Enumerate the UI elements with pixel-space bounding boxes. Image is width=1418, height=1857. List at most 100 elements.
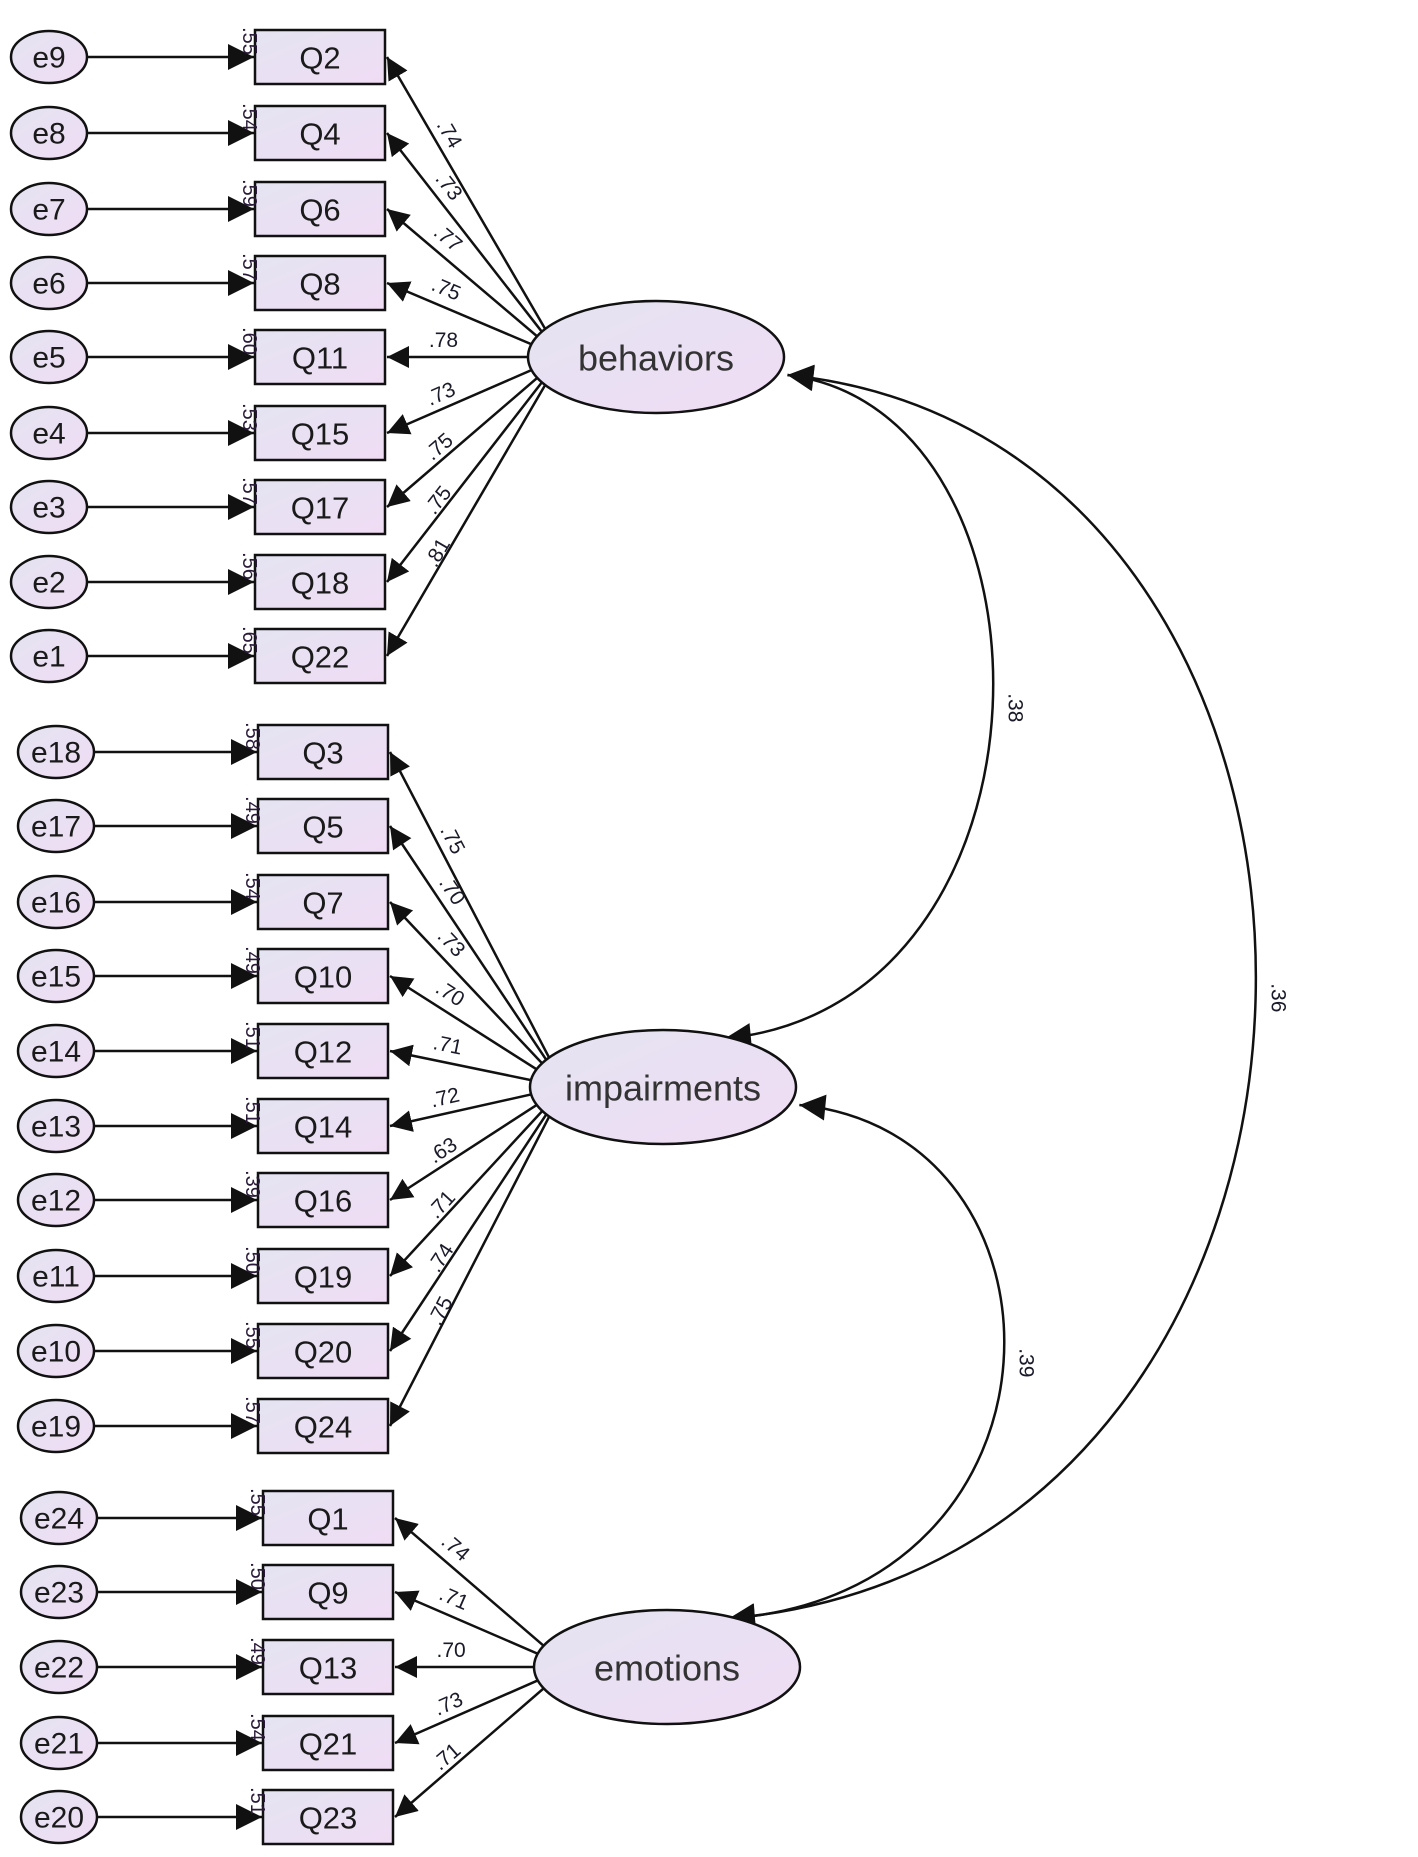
item-box-q8 xyxy=(253,254,387,312)
loading-label-q15: .73 xyxy=(423,378,459,411)
error-node-e5 xyxy=(9,329,89,385)
r2-label-q10: .49 xyxy=(241,946,263,974)
error-node-e24 xyxy=(19,1490,99,1546)
error-node-e16 xyxy=(16,874,96,930)
item-box-q18 xyxy=(253,553,387,611)
error-label-e19: e19 xyxy=(31,1411,81,1444)
loading-label-q22: .81 xyxy=(421,534,456,571)
item-label-q22: Q22 xyxy=(291,640,350,675)
error-node-e1 xyxy=(9,628,89,684)
loading-label-q4: .73 xyxy=(431,168,467,205)
loading-path-q17 xyxy=(386,365,552,508)
error-node-e4 xyxy=(9,405,89,461)
error-node-e19 xyxy=(16,1398,96,1454)
item-label-q24: Q24 xyxy=(294,1410,353,1445)
loading-label-q1: .74 xyxy=(437,1530,474,1567)
r2-label-q1: .55 xyxy=(246,1488,268,1516)
r2-label-q4: .54 xyxy=(238,103,260,131)
error-label-e21: e21 xyxy=(34,1728,84,1761)
error-label-e11: e11 xyxy=(32,1261,80,1294)
factor-node-emotions xyxy=(532,1608,802,1726)
item-label-q2: Q2 xyxy=(299,41,340,76)
loading-path-q23 xyxy=(394,1675,559,1818)
correlation-arc-behaviors-impairments xyxy=(724,365,995,1049)
loading-label-q19: .71 xyxy=(423,1186,460,1223)
correlation-arc-impairments-emotions xyxy=(728,1094,1006,1630)
r2-label-q5: .49 xyxy=(241,796,263,824)
error-label-e24: e24 xyxy=(34,1503,84,1536)
item-label-q9: Q9 xyxy=(307,1576,348,1611)
loading-path-q16 xyxy=(389,1092,555,1202)
item-box-q12 xyxy=(256,1022,390,1080)
item-label-q20: Q20 xyxy=(294,1335,353,1370)
error-node-e10 xyxy=(16,1323,96,1379)
loading-path-q15 xyxy=(386,360,552,435)
loading-path-q19 xyxy=(389,1097,555,1277)
error-label-e9: e9 xyxy=(32,42,65,75)
node-layer xyxy=(9,28,802,1846)
item-box-q9 xyxy=(261,1563,395,1621)
loading-label-q23: .71 xyxy=(428,1739,465,1776)
factor-label-impairments: impairments xyxy=(565,1068,761,1109)
item-box-q24 xyxy=(256,1397,390,1455)
r2-label-q12: .51 xyxy=(241,1021,263,1049)
item-box-q4 xyxy=(253,104,387,162)
loading-path-q7 xyxy=(389,901,555,1077)
item-label-q7: Q7 xyxy=(302,886,343,921)
error-label-e12: e12 xyxy=(31,1185,81,1218)
item-label-q5: Q5 xyxy=(302,810,343,845)
r2-label-q20: .55 xyxy=(241,1321,263,1349)
item-box-q6 xyxy=(253,180,387,238)
error-node-e23 xyxy=(19,1564,99,1620)
r2-label-q19: .50 xyxy=(241,1246,263,1274)
item-box-q5 xyxy=(256,797,390,855)
r2-label-q6: .59 xyxy=(238,179,260,207)
item-box-q2 xyxy=(253,28,387,86)
item-box-q3 xyxy=(256,723,390,781)
item-box-q17 xyxy=(253,478,387,536)
loading-path-q3 xyxy=(388,751,556,1068)
error-label-e7: e7 xyxy=(32,194,65,227)
item-box-q20 xyxy=(256,1322,390,1380)
loading-path-q2 xyxy=(385,56,553,340)
item-box-q7 xyxy=(256,873,390,931)
item-label-q6: Q6 xyxy=(299,193,340,228)
loading-label-q2: .74 xyxy=(432,116,467,153)
r2-label-q11: .60 xyxy=(238,327,260,355)
error-node-e21 xyxy=(19,1715,99,1771)
error-label-e18: e18 xyxy=(31,737,81,770)
error-label-e17: e17 xyxy=(31,811,81,844)
loading-label-q20: .74 xyxy=(423,1239,458,1276)
loading-path-q18 xyxy=(386,369,553,583)
item-label-q13: Q13 xyxy=(299,1651,358,1686)
loading-label-q5: .70 xyxy=(434,872,469,909)
loading-path-q20 xyxy=(388,1102,555,1352)
r2-label-q18: .56 xyxy=(238,552,260,580)
item-label-q19: Q19 xyxy=(294,1260,353,1295)
loading-label-q12: .71 xyxy=(431,1031,464,1059)
item-label-q17: Q17 xyxy=(291,491,350,526)
item-box-q10 xyxy=(256,947,390,1005)
item-box-q23 xyxy=(261,1788,395,1846)
item-label-q4: Q4 xyxy=(299,117,340,152)
item-box-q19 xyxy=(256,1247,390,1305)
loading-path-q14 xyxy=(389,1088,555,1132)
r2-label-q16: .39 xyxy=(241,1170,263,1198)
correlation-arc-behaviors-emotions xyxy=(728,364,1257,1630)
item-label-q21: Q21 xyxy=(299,1727,358,1762)
loading-path-q12 xyxy=(389,1044,555,1087)
error-node-e20 xyxy=(19,1789,99,1845)
item-label-q16: Q16 xyxy=(294,1184,353,1219)
r2-label-q3: .58 xyxy=(241,722,263,750)
error-node-e15 xyxy=(16,948,96,1004)
error-node-e8 xyxy=(9,105,89,161)
item-label-q18: Q18 xyxy=(291,566,350,601)
r2-label-q2: .55 xyxy=(238,27,260,55)
loading-path-q21 xyxy=(394,1670,559,1745)
loading-path-q24 xyxy=(388,1106,556,1427)
correlation-label-behaviors-emotions: .36 xyxy=(1267,983,1290,1012)
error-label-e14: e14 xyxy=(31,1036,81,1069)
factor-node-impairments xyxy=(528,1028,798,1146)
error-label-e4: e4 xyxy=(32,418,65,451)
